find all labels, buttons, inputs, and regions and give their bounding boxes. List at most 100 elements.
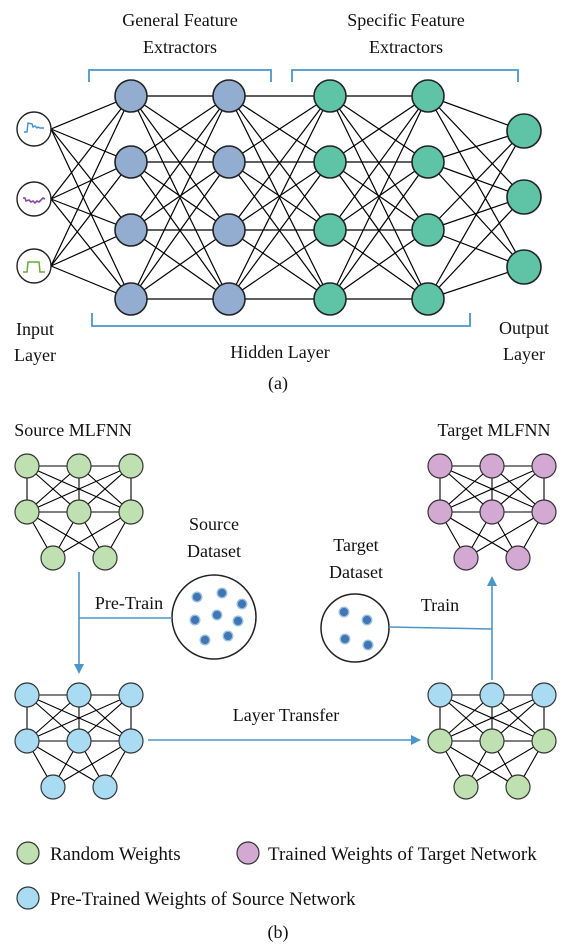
- part-a: General Feature Extractors Specific Feat…: [14, 10, 549, 394]
- input-node-3: [16, 248, 52, 284]
- node-row2-2: [479, 728, 505, 754]
- general-2-node-2: [212, 145, 246, 179]
- target-mlfnn-title: Target MLFNN: [438, 420, 551, 440]
- data-point: [211, 609, 223, 621]
- general-feature-label-line2: Extractors: [143, 37, 217, 57]
- data-point: [338, 606, 350, 618]
- node-row1-1: [14, 682, 40, 708]
- connection-line: [130, 95, 230, 163]
- node-row2-2: [66, 728, 92, 754]
- connection-line: [228, 161, 331, 300]
- legend-trained-target-swatch: [236, 841, 260, 865]
- connection-line: [329, 161, 429, 231]
- node-row3-1: [40, 774, 66, 800]
- specific-feature-label-line2: Extractors: [369, 37, 443, 57]
- input-node-2: [16, 181, 52, 217]
- waveform-icon: [23, 197, 46, 205]
- node-row2-1: [14, 728, 40, 754]
- connections-a: [50, 95, 525, 300]
- waveform-icon: [24, 122, 44, 133]
- connection-line: [439, 465, 545, 513]
- node-row2-3: [531, 728, 557, 754]
- node-row3-1: [453, 774, 479, 800]
- target-dataset-label-line2: Dataset: [329, 562, 383, 582]
- legend: Random Weights Trained Weights of Target…: [16, 841, 537, 943]
- connection-line: [130, 161, 230, 300]
- node-row2-3: [531, 499, 557, 525]
- node-row1-3: [118, 453, 144, 479]
- node-row1-3: [531, 682, 557, 708]
- connection-line: [228, 229, 331, 300]
- legend-trained-target-label: Trained Weights of Target Network: [268, 844, 537, 865]
- specific-2-node-4: [411, 282, 445, 316]
- general-1-node-3: [114, 213, 148, 247]
- output-node-3: [506, 249, 542, 285]
- general-1-node-2: [114, 145, 148, 179]
- hidden-layer-label: Hidden Layer: [230, 342, 329, 362]
- connection-line: [130, 95, 230, 300]
- node-row1-2: [66, 682, 92, 708]
- data-point: [191, 591, 203, 603]
- input-layer-label-line1: Input: [16, 319, 54, 339]
- connection-line: [427, 95, 525, 268]
- connection-line: [465, 740, 545, 788]
- caption-a: (a): [268, 373, 288, 394]
- node-row1-1: [427, 682, 453, 708]
- target-data-points: [338, 606, 374, 651]
- data-point: [222, 630, 234, 642]
- waveform-icon: [23, 261, 45, 273]
- connection-line: [329, 161, 429, 300]
- connection-line: [130, 95, 230, 231]
- node-row2-2: [66, 499, 92, 525]
- general-feature-label-line1: General Feature: [122, 10, 237, 30]
- node-row1-1: [14, 453, 40, 479]
- general-2-node-1: [212, 79, 246, 113]
- legend-pretrained-source-swatch: [16, 886, 40, 910]
- node-row1-2: [479, 453, 505, 479]
- source-network: [14, 453, 144, 571]
- node-row3-2: [92, 545, 118, 571]
- source-dataset-label-line1: Source: [189, 514, 239, 534]
- connection-line: [329, 95, 429, 163]
- data-point: [216, 587, 228, 599]
- node-row1-2: [66, 453, 92, 479]
- specific-1-node-2: [313, 145, 347, 179]
- connection-line: [427, 130, 525, 231]
- node-row3-2: [505, 545, 531, 571]
- node-row3-2: [505, 774, 531, 800]
- specific-1-node-3: [313, 213, 347, 247]
- specific-2-node-2: [411, 145, 445, 179]
- node-row2-2: [479, 499, 505, 525]
- general-1-node-1: [114, 79, 148, 113]
- pretrain-label: Pre-Train: [95, 593, 163, 613]
- specific-2-node-3: [411, 213, 445, 247]
- general-feature-bracket: [88, 69, 272, 82]
- specific-1-node-4: [313, 282, 347, 316]
- data-point: [362, 639, 374, 651]
- connection-line: [329, 95, 429, 300]
- train-link: [388, 626, 493, 630]
- train-label: Train: [421, 595, 459, 615]
- part-b: Source MLFNN Target MLFNN Source Dataset…: [14, 420, 557, 800]
- source-data-points: [189, 587, 248, 646]
- connection-line: [465, 511, 545, 559]
- node-row1-1: [427, 453, 453, 479]
- source-dataset: [171, 574, 257, 660]
- connection-line: [26, 465, 132, 513]
- output-layer-label-line1: Output: [499, 318, 549, 338]
- data-point: [199, 634, 211, 646]
- connection-line: [50, 161, 132, 267]
- data-point: [189, 614, 201, 626]
- data-point: [339, 633, 351, 645]
- output-node-1: [506, 113, 542, 149]
- connection-line: [52, 511, 132, 559]
- data-point: [232, 615, 244, 627]
- specific-1-node-1: [313, 79, 347, 113]
- node-row2-1: [427, 499, 453, 525]
- connection-line: [228, 95, 331, 231]
- connection-line: [50, 198, 132, 300]
- target-dataset-label-line1: Target: [333, 535, 378, 555]
- connection-line: [52, 740, 132, 788]
- data-point: [361, 614, 373, 626]
- connection-line: [427, 196, 525, 300]
